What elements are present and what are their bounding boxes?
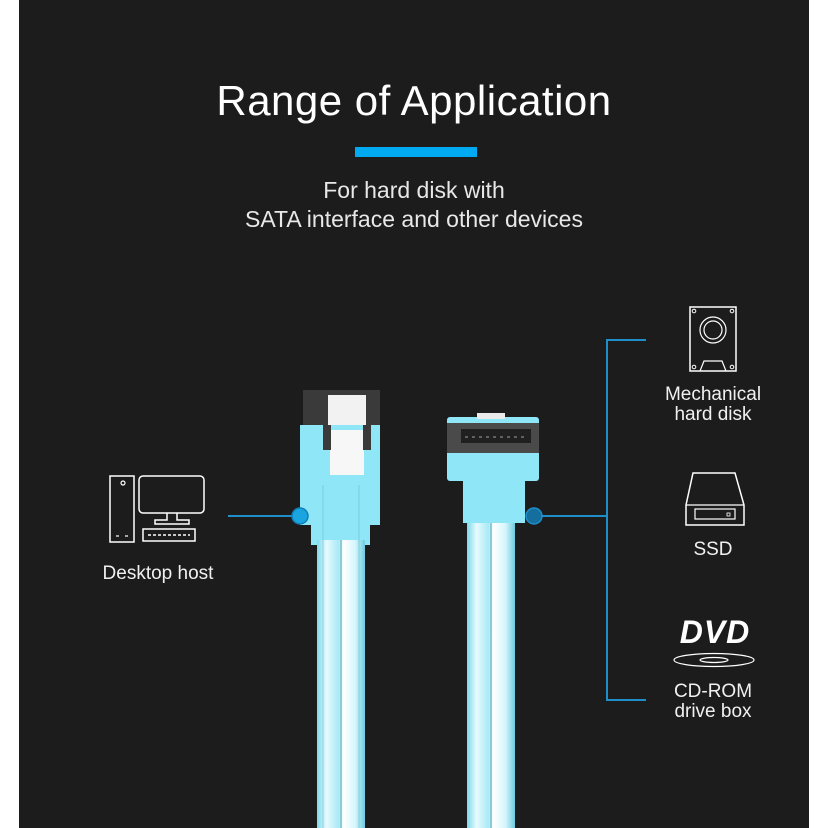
right-angle-sata-connector <box>447 413 539 828</box>
title-accent-bar <box>355 147 477 157</box>
desktop-connection-dot <box>291 507 309 525</box>
bracket-bottom-line <box>606 699 646 701</box>
application-panel <box>19 0 809 828</box>
page-subtitle: For hard disk with SATA interface and ot… <box>0 176 828 234</box>
straight-sata-connector <box>300 390 380 828</box>
hard-disk-icon <box>689 306 737 372</box>
desktop-host-label: Desktop host <box>102 563 214 584</box>
bracket-top-line <box>606 339 646 341</box>
subtitle-line-2: SATA interface and other devices <box>245 206 583 232</box>
dvd-logo: DVD <box>679 614 751 650</box>
dvd-disc-icon <box>673 652 755 668</box>
ssd-icon <box>685 472 745 526</box>
desktop-connector-line <box>228 515 298 517</box>
device-branch-line <box>541 515 607 517</box>
desktop-computer-icon <box>109 475 205 543</box>
device-bracket-vertical <box>606 339 608 701</box>
cd-rom-label: CD-ROM drive box <box>673 681 753 722</box>
page-title: Range of Application <box>216 77 612 124</box>
subtitle-line-1: For hard disk with <box>323 177 505 203</box>
ssd-label: SSD <box>693 539 733 560</box>
hard-disk-label: Mechanical hard disk <box>664 384 762 425</box>
